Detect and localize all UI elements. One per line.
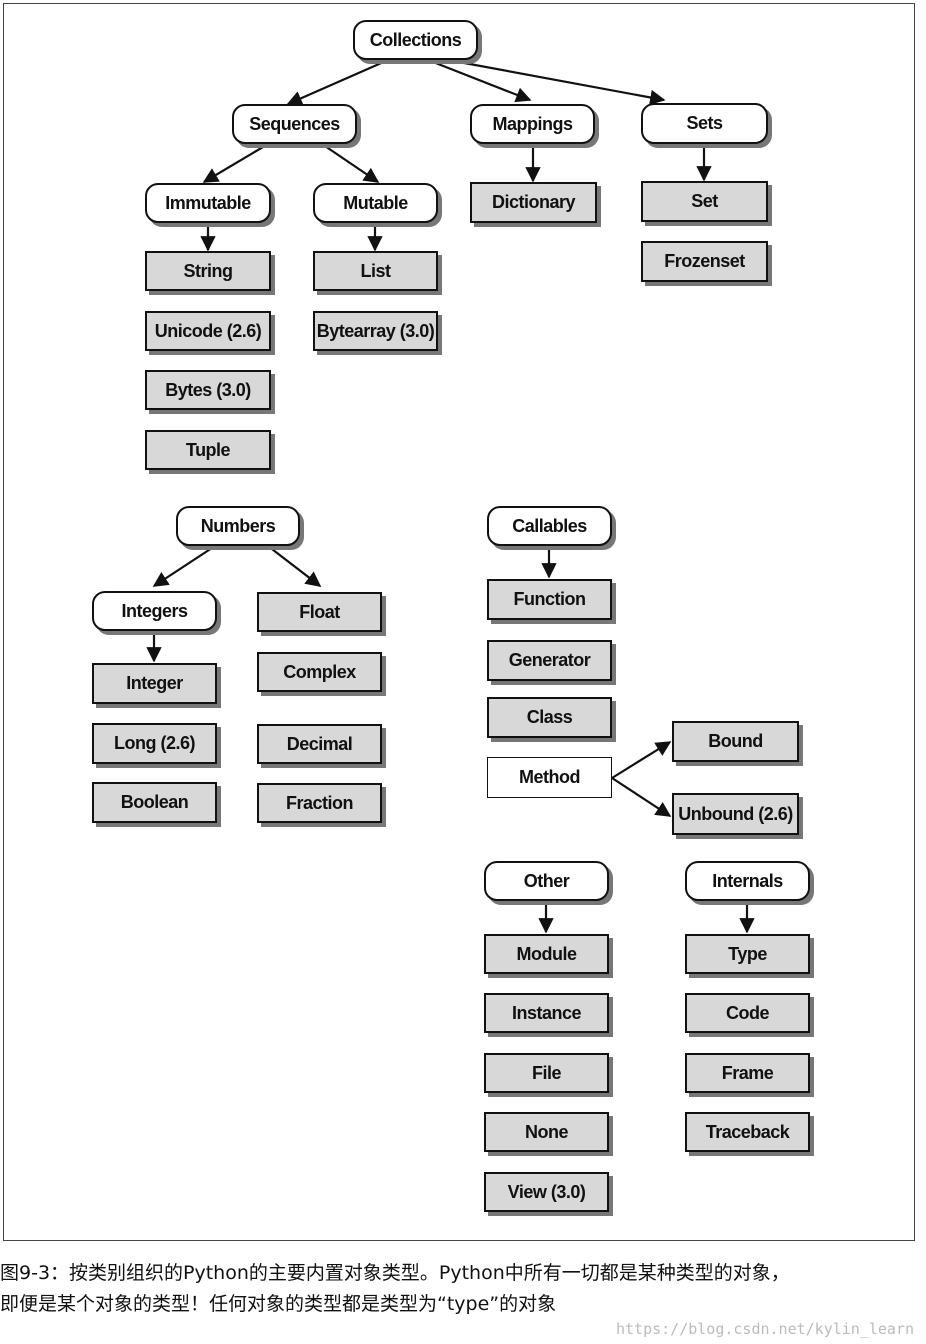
figure-caption: 图9-3：按类别组织的Python的主要内置对象类型。Python中所有一切都是… bbox=[0, 1258, 926, 1320]
node-generator: Generator bbox=[487, 640, 612, 681]
node-bytearray: Bytearray (3.0) bbox=[313, 311, 438, 351]
node-bytes: Bytes (3.0) bbox=[145, 370, 271, 410]
arrow-method-bound bbox=[611, 741, 672, 779]
node-frame: Frame bbox=[685, 1053, 810, 1093]
node-method: Method bbox=[487, 757, 612, 798]
node-fraction: Fraction bbox=[257, 783, 382, 823]
node-dictionary: Dictionary bbox=[470, 182, 597, 223]
arrow-sequences-mutable bbox=[321, 143, 380, 183]
node-tuple: Tuple bbox=[145, 430, 271, 470]
node-unbound: Unbound (2.6) bbox=[672, 793, 799, 835]
arrow-numbers-float bbox=[267, 545, 322, 587]
node-mappings: Mappings bbox=[470, 104, 595, 144]
node-other: Other bbox=[484, 861, 609, 901]
node-file: File bbox=[484, 1053, 609, 1093]
arrow-numbers-integers bbox=[152, 545, 216, 587]
node-frozenset: Frozenset bbox=[641, 241, 768, 282]
node-collections: Collections bbox=[353, 20, 478, 60]
node-none: None bbox=[484, 1112, 609, 1152]
node-unicode: Unicode (2.6) bbox=[145, 311, 271, 351]
node-set: Set bbox=[641, 181, 768, 222]
node-sets: Sets bbox=[641, 103, 768, 144]
node-traceback: Traceback bbox=[685, 1112, 810, 1152]
arrow-collections-sequences bbox=[286, 58, 389, 106]
node-module: Module bbox=[484, 934, 609, 974]
node-float: Float bbox=[257, 592, 382, 632]
diagram-frame bbox=[3, 3, 915, 1241]
arrow-collections-sets bbox=[447, 58, 666, 106]
node-code: Code bbox=[685, 993, 810, 1033]
node-numbers: Numbers bbox=[176, 506, 300, 546]
caption-line-1: 图9-3：按类别组织的Python的主要内置对象类型。Python中所有一切都是… bbox=[0, 1262, 790, 1284]
node-complex: Complex bbox=[257, 652, 382, 692]
node-immutable: Immutable bbox=[145, 183, 271, 223]
node-long: Long (2.6) bbox=[92, 723, 217, 764]
node-type: Type bbox=[685, 934, 810, 974]
node-callables: Callables bbox=[487, 506, 612, 546]
node-internals: Internals bbox=[685, 861, 810, 901]
arrow-collections-mappings bbox=[427, 58, 532, 103]
node-integer: Integer bbox=[92, 663, 217, 704]
node-function: Function bbox=[487, 579, 612, 620]
node-mutable: Mutable bbox=[313, 183, 438, 223]
caption-line-2: 即便是某个对象的类型！任何对象的类型都是类型为“type”的对象 bbox=[0, 1293, 557, 1315]
node-boolean: Boolean bbox=[92, 782, 217, 823]
node-integers: Integers bbox=[92, 591, 217, 631]
watermark-url: https://blog.csdn.net/kylin_learn bbox=[615, 1320, 914, 1338]
node-decimal: Decimal bbox=[257, 724, 382, 764]
node-view: View (3.0) bbox=[484, 1172, 609, 1212]
node-instance: Instance bbox=[484, 993, 609, 1033]
node-bound: Bound bbox=[672, 721, 799, 762]
node-class: Class bbox=[487, 697, 612, 738]
arrow-method-unbound bbox=[611, 777, 672, 817]
arrow-sequences-immutable bbox=[202, 143, 269, 183]
node-string: String bbox=[145, 251, 271, 291]
node-sequences: Sequences bbox=[232, 104, 357, 144]
node-list: List bbox=[313, 251, 438, 291]
